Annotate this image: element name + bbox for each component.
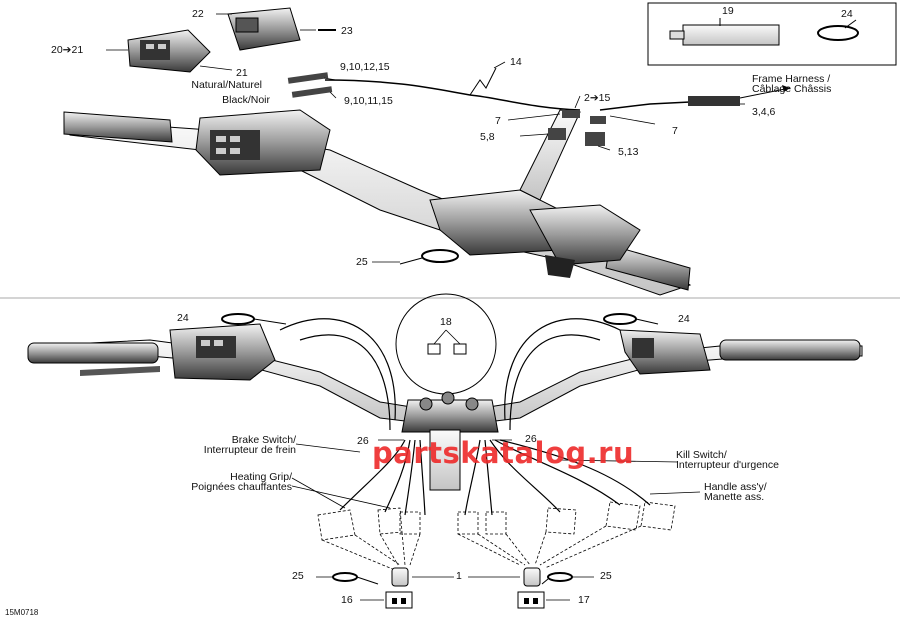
connector-housing — [523, 567, 541, 587]
inset-box — [647, 2, 897, 66]
callout-23: 23 — [341, 25, 353, 37]
label-brake-switch-2: Interrupteur de frein — [203, 444, 296, 456]
detail-circle — [395, 293, 497, 395]
callout-26-left: 26 — [357, 435, 369, 447]
label-heating-grip-2: Poignées chauffantes — [191, 481, 292, 493]
switch-housing-assembly — [127, 29, 211, 73]
callout-26-right: 26 — [525, 433, 537, 445]
handlebar-top-view — [63, 109, 692, 296]
label-brake-switch-1: Brake Switch/ — [231, 434, 296, 446]
callout-3-4-6: 3,4,6 — [752, 106, 776, 118]
callout-2-15: 2➔15 — [584, 92, 611, 104]
label-handle-1: Handle ass'y/ — [704, 481, 767, 493]
connector-housing — [391, 567, 409, 587]
label-handle-2: Manette ass. — [704, 491, 765, 503]
cable-tie-icon — [399, 249, 459, 265]
callout-16: 16 — [341, 594, 353, 606]
callout-9-10-11-15: 9,10,11,15 — [344, 95, 393, 107]
label-frame-harness-2: Câblage Châssis — [752, 83, 832, 95]
cable-tie-icon — [332, 572, 358, 582]
callout-25-bottom-left: 25 — [292, 570, 304, 582]
callout-20-21: 20➔21 — [51, 44, 84, 56]
watermark: partskatalog.ru — [372, 436, 635, 470]
callout-21: 21 — [236, 67, 248, 79]
callout-7a: 7 — [495, 115, 501, 127]
label-black: Black/Noir — [222, 94, 270, 106]
callout-5-8: 5,8 — [480, 131, 495, 143]
cable-tie-icon — [547, 572, 573, 582]
callout-1: 1 — [456, 570, 462, 582]
cable-tie-icon — [603, 313, 637, 325]
diagram-code: 15M0718 — [5, 608, 39, 617]
callout-17: 17 — [578, 594, 590, 606]
callout-9-10-12-15: 9,10,12,15 — [340, 61, 390, 73]
cable-tie-icon — [817, 19, 859, 41]
callout-24-right: 24 — [678, 313, 690, 325]
connector — [548, 128, 566, 140]
harness-wire — [324, 79, 581, 111]
callout-19: 19 — [722, 5, 734, 17]
label-kill-switch-2: Interrupteur d'urgence — [676, 459, 779, 471]
label-natural: Natural/Naturel — [191, 79, 262, 91]
handlebar-front-view — [27, 323, 863, 491]
callout-5-13: 5,13 — [618, 146, 639, 158]
callout-14: 14 — [510, 56, 522, 68]
connector-natural — [287, 72, 329, 84]
switch-housing-cover — [227, 7, 301, 51]
connector-black — [291, 86, 333, 98]
label-heating-grip-1: Heating Grip/ — [230, 471, 292, 483]
callout-24-left: 24 — [177, 312, 189, 324]
callout-24-inset: 24 — [841, 8, 853, 20]
connector — [585, 132, 605, 146]
grease-tube-icon — [669, 18, 780, 46]
callout-7b: 7 — [672, 125, 678, 137]
callout-25-top: 25 — [356, 256, 368, 268]
label-frame-harness-1: Frame Harness / — [752, 73, 831, 85]
terminal-block — [517, 591, 545, 609]
cable-tie-icon — [221, 313, 255, 325]
callout-18: 18 — [440, 316, 452, 328]
callout-25-bottom-right: 25 — [600, 570, 612, 582]
frame-harness-connector — [688, 96, 740, 106]
callout-22: 22 — [192, 8, 204, 20]
terminal-block — [385, 591, 413, 609]
label-kill-switch-1: Kill Switch/ — [676, 449, 727, 461]
